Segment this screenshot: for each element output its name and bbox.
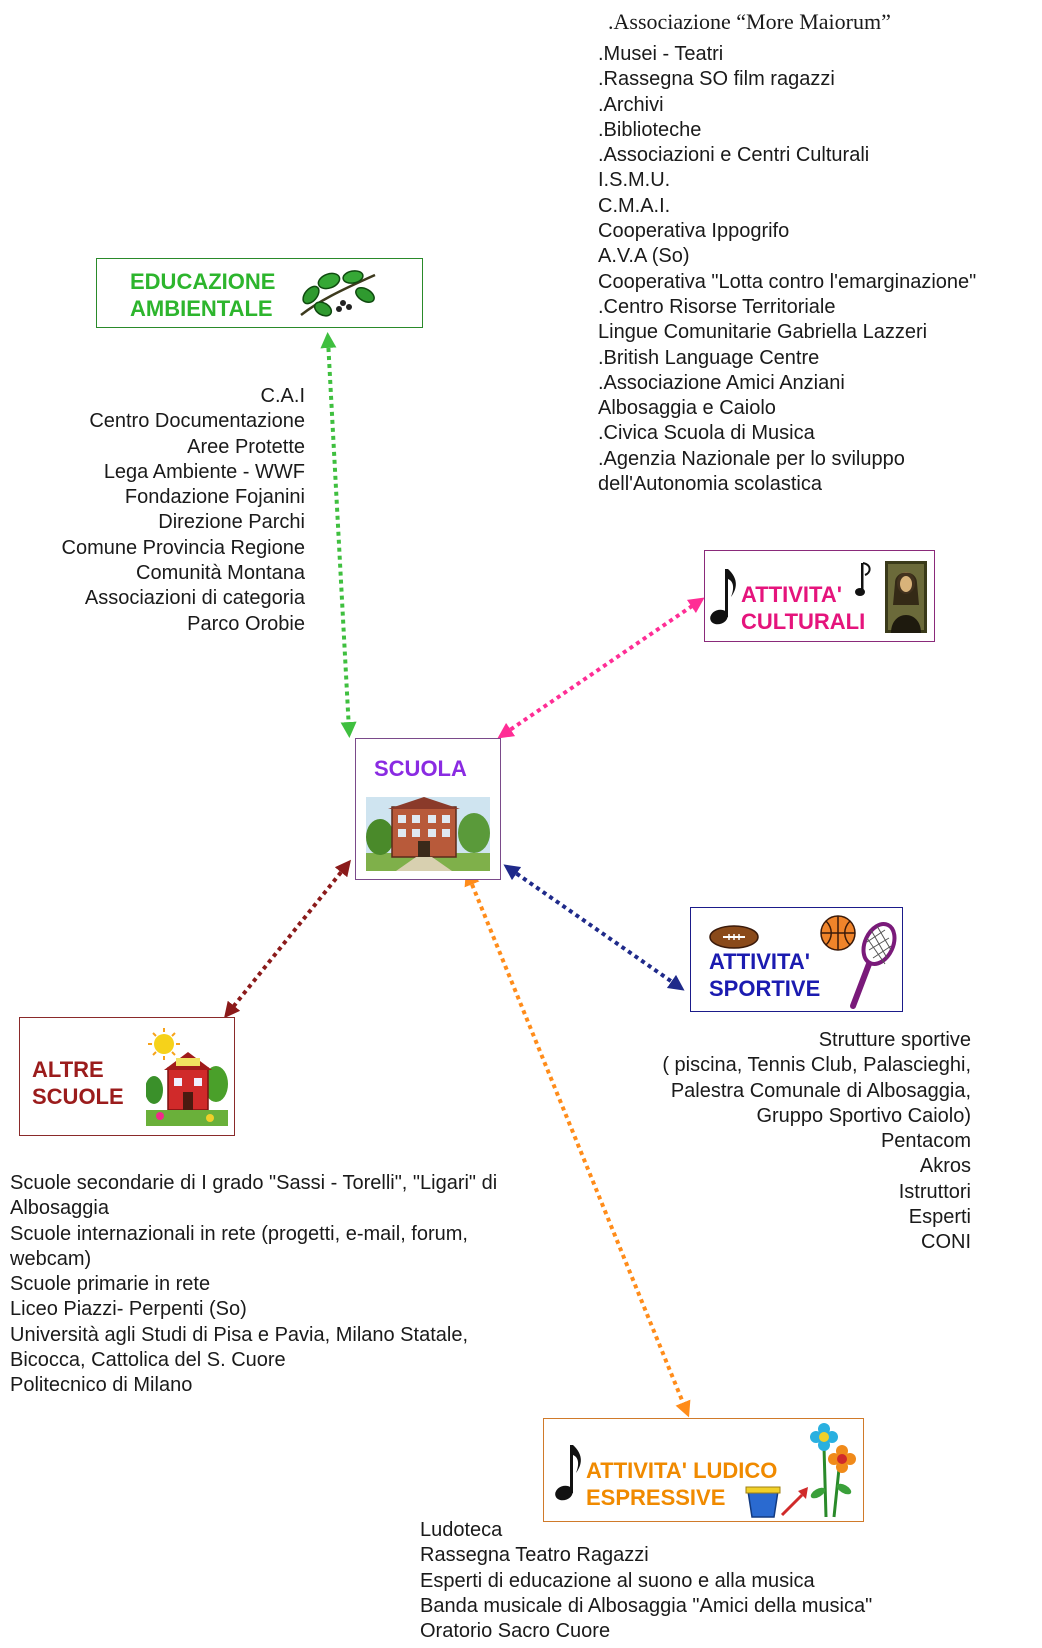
node-attivita-ludico-espressive: ATTIVITA' LUDICO ESPRESSIVE	[543, 1418, 864, 1522]
list-item: Istruttori	[898, 1180, 971, 1203]
music-note-icon	[710, 569, 736, 625]
music-note-icon	[555, 1445, 581, 1501]
node-title-line2: SPORTIVE	[709, 976, 821, 1001]
basketball-icon	[820, 915, 856, 951]
link-scuola-sportive	[503, 864, 685, 991]
list-item: CONI	[921, 1231, 971, 1254]
list-item: .Civica Scuola di Musica	[598, 422, 815, 445]
node-title-line1: ATTIVITA'	[709, 949, 810, 974]
flower-icon	[810, 1423, 856, 1518]
list-item: Lega Ambiente - WWF	[103, 460, 305, 483]
node-attivita-culturali: ATTIVITA' CULTURALI	[704, 550, 935, 642]
node-altre-scuole: ALTRE SCUOLE	[19, 1017, 235, 1136]
list-item: .Associazione Amici Anziani	[598, 371, 845, 394]
list-item: Fondazione Fojanini	[124, 486, 305, 509]
node-educazione-ambientale: EDUCAZIONE AMBIENTALE	[96, 258, 423, 328]
school-building-icon	[366, 797, 490, 871]
node-title: SCUOLA	[374, 755, 467, 782]
list-item: .Associazioni e Centri Culturali	[598, 144, 870, 167]
list-item: Rassegna Teatro Ragazzi	[420, 1544, 649, 1567]
list-item: Centro Documentazione	[89, 410, 305, 433]
list-item: C.M.A.I.	[598, 194, 671, 217]
tennis-racket-icon	[850, 922, 897, 1009]
node-title: ATTIVITA' SPORTIVE	[709, 948, 820, 1002]
list-item: .Musei - Teatri	[598, 43, 724, 65]
culturali-partner-list: .Musei - Teatri .Rassegna SO film ragazzi…	[598, 42, 976, 497]
list-item: Liceo Piazzi- Perpenti (So)	[10, 1298, 247, 1321]
list-item: Esperti	[908, 1206, 971, 1229]
list-item: Politecnico di Milano	[10, 1374, 193, 1397]
list-item: Lingue Comunitarie Gabriella Lazzeri	[598, 321, 928, 344]
node-title-line1: ALTRE	[32, 1057, 104, 1082]
list-item: dell'Autonomia scolastica	[598, 473, 822, 496]
list-item: Gruppo Sportivo Caiolo)	[756, 1104, 971, 1127]
list-item: .Biblioteche	[598, 118, 702, 141]
node-title-line2: AMBIENTALE	[130, 296, 273, 321]
list-item: Parco Orobie	[187, 612, 305, 635]
list-item: Albosaggia e Caiolo	[598, 397, 776, 420]
list-item: Albosaggia	[10, 1197, 109, 1220]
list-item: Scuole secondarie di I grado "Sassi - To…	[10, 1172, 498, 1194]
leaf-branch-icon	[300, 270, 376, 317]
mona-lisa-painting-icon	[885, 561, 927, 633]
node-title: ATTIVITA' CULTURALI	[741, 581, 865, 635]
culturali-heading: .Associazione “More Maiorum”	[608, 9, 891, 34]
node-title-line2: SCUOLE	[32, 1084, 124, 1109]
list-item: Palestra Comunale di Albosaggia,	[670, 1079, 971, 1102]
football-icon	[709, 925, 759, 949]
node-title: ATTIVITA' LUDICO ESPRESSIVE	[586, 1457, 777, 1511]
node-attivita-sportive: ATTIVITA' SPORTIVE	[690, 907, 903, 1012]
sand-bucket-icon	[745, 1486, 808, 1518]
list-item: Banda musicale di Albosaggia "Amici dell…	[420, 1594, 873, 1617]
list-item: .Archivi	[598, 93, 664, 116]
node-scuola: SCUOLA	[355, 738, 501, 880]
link-scuola-culturali	[497, 597, 705, 739]
list-item: Oratorio Sacro Cuore	[420, 1620, 611, 1643]
list-item: Comune Provincia Regione	[61, 536, 305, 559]
list-item: Akros	[919, 1155, 971, 1178]
link-scuola-ludico	[464, 869, 691, 1418]
list-item: Bicocca, Cattolica del S. Cuore	[10, 1349, 286, 1372]
node-title: ALTRE SCUOLE	[32, 1056, 124, 1110]
list-item: Pentacom	[880, 1130, 971, 1153]
node-title-line2: ESPRESSIVE	[586, 1485, 726, 1510]
list-item: .Centro Risorse Territoriale	[598, 295, 836, 318]
list-item: .British Language Centre	[598, 346, 820, 369]
list-item: Ludoteca	[420, 1519, 503, 1541]
node-title-line1: EDUCAZIONE	[130, 269, 276, 294]
sportive-partner-list: Strutture sportive ( piscina, Tennis Club…	[662, 1028, 971, 1256]
node-title-line1: ATTIVITA' LUDICO	[586, 1458, 778, 1483]
node-title-line1: ATTIVITA'	[741, 582, 842, 607]
list-item: Direzione Parchi	[158, 511, 305, 534]
node-title-line2: CULTURALI	[741, 609, 866, 634]
list-item: Esperti di educazione al suono e alla mu…	[420, 1569, 815, 1592]
list-item: C.A.I	[260, 385, 305, 407]
list-item: A.V.A (So)	[598, 245, 690, 268]
node-title: EDUCAZIONE AMBIENTALE	[130, 268, 275, 322]
list-item: Scuole internazionali in rete (progetti,…	[10, 1222, 468, 1245]
link-scuola-ambientale	[320, 332, 357, 738]
list-item: Scuole primarie in rete	[10, 1273, 211, 1296]
node-title-line1: SCUOLA	[374, 756, 467, 781]
list-item: ( piscina, Tennis Club, Palascieghi,	[662, 1054, 971, 1077]
list-item: Associazioni di categoria	[84, 587, 305, 610]
list-item: webcam)	[10, 1247, 92, 1270]
list-item: I.S.M.U.	[598, 169, 671, 192]
list-item: Comunità Montana	[136, 562, 305, 585]
list-item: Cooperativa Ippogrifo	[598, 220, 790, 243]
list-item: Università agli Studi di Pisa e Pavia, M…	[10, 1323, 469, 1346]
list-item: Aree Protette	[187, 435, 305, 458]
altre-scuole-list: Scuole secondarie di I grado "Sassi - To…	[10, 1171, 497, 1399]
list-item: Cooperativa "Lotta contro l'emarginazion…	[598, 270, 977, 293]
list-item: .Agenzia Nazionale per lo sviluppo	[598, 447, 905, 470]
school-sun-icon	[146, 1028, 228, 1126]
music-note-icon	[855, 562, 871, 596]
list-item: .Rassegna SO film ragazzi	[598, 68, 835, 91]
list-item: Strutture sportive	[818, 1029, 971, 1051]
link-scuola-altre	[223, 859, 352, 1019]
